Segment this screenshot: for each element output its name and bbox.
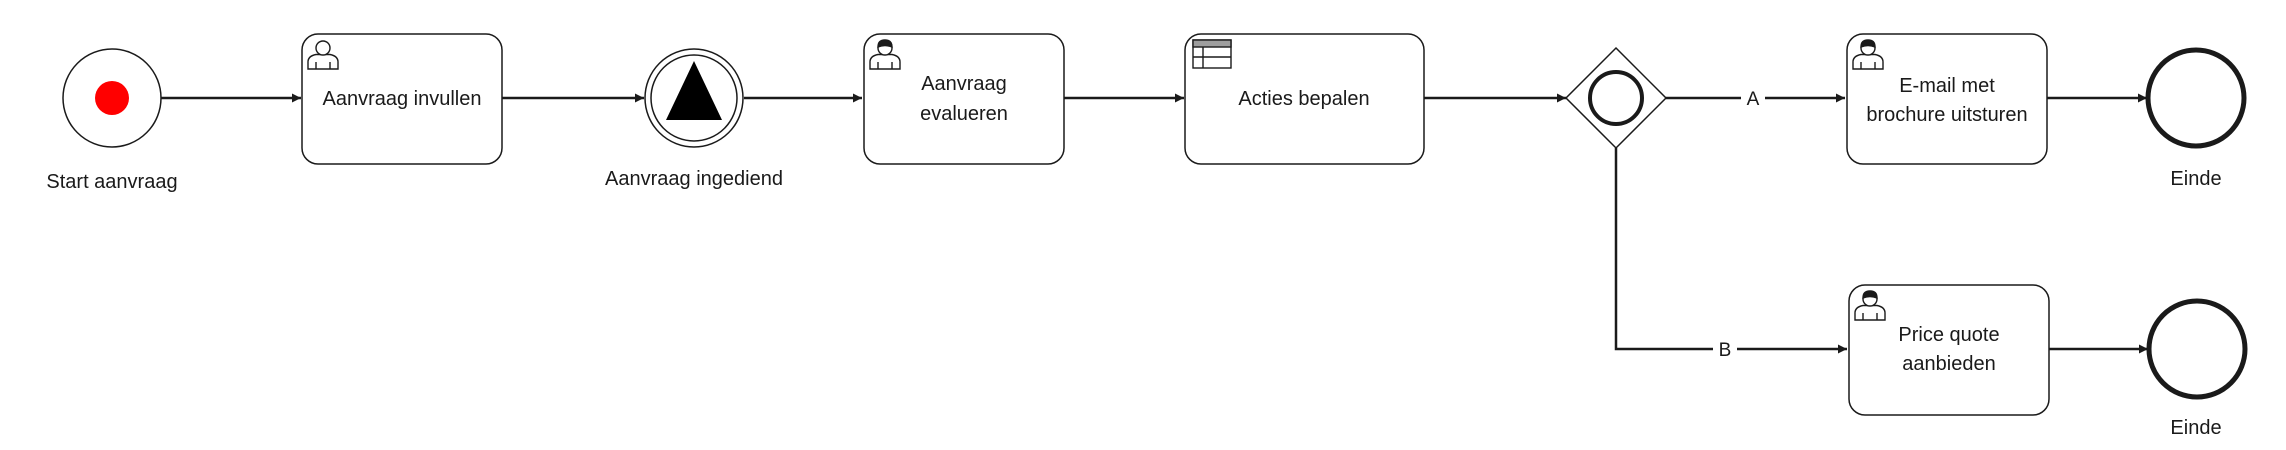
task-price-quote[interactable]: Price quote aanbieden bbox=[1848, 284, 2050, 416]
table-icon bbox=[1192, 39, 1232, 69]
task-price-quote-label-1: Price quote bbox=[1898, 324, 1999, 346]
edge-label-b-text: B bbox=[1719, 340, 1732, 361]
start-event[interactable] bbox=[62, 48, 162, 148]
task-aanvraag-invullen[interactable]: Aanvraag invullen bbox=[301, 33, 503, 165]
task-aanvraag-invullen-label: Aanvraag invullen bbox=[323, 88, 482, 110]
task-acties-bepalen[interactable]: Acties bepalen bbox=[1184, 33, 1425, 165]
user-icon bbox=[1854, 290, 1886, 321]
edge-label-a-text: A bbox=[1747, 89, 1760, 110]
task-email-brochure[interactable]: E-mail met brochure uitsturen bbox=[1846, 33, 2048, 165]
triangle-icon bbox=[666, 61, 722, 120]
start-event-label: Start aanvraag bbox=[46, 171, 177, 193]
gateway-circle-icon bbox=[1588, 70, 1644, 126]
task-price-quote-label-2: aanbieden bbox=[1902, 353, 1995, 375]
user-icon bbox=[307, 40, 339, 70]
task-aanvraag-evalueren-label-1: Aanvraag bbox=[921, 73, 1007, 95]
edge-label-b: B bbox=[1713, 339, 1737, 361]
task-aanvraag-evalueren[interactable]: Aanvraag evalueren bbox=[863, 33, 1065, 165]
end-event-b[interactable] bbox=[2146, 298, 2248, 400]
signal-event[interactable] bbox=[644, 48, 744, 148]
start-event-dot bbox=[95, 81, 129, 115]
edge-label-a: A bbox=[1741, 88, 1765, 110]
end-event-a[interactable] bbox=[2145, 47, 2247, 149]
task-email-brochure-label-1: E-mail met bbox=[1899, 75, 1995, 97]
user-icon bbox=[869, 39, 901, 70]
task-email-brochure-label-2: brochure uitsturen bbox=[1866, 104, 2027, 126]
task-acties-bepalen-label: Acties bepalen bbox=[1238, 88, 1369, 110]
inclusive-gateway[interactable] bbox=[1564, 46, 1668, 150]
signal-event-label: Aanvraag ingediend bbox=[605, 168, 783, 190]
flow-gateway-to-quote[interactable] bbox=[1614, 148, 1847, 354]
end-event-b-label: Einde bbox=[2170, 417, 2221, 439]
user-icon bbox=[1852, 39, 1884, 70]
end-event-a-label: Einde bbox=[2170, 168, 2221, 190]
task-aanvraag-evalueren-label-2: evalueren bbox=[920, 103, 1008, 125]
